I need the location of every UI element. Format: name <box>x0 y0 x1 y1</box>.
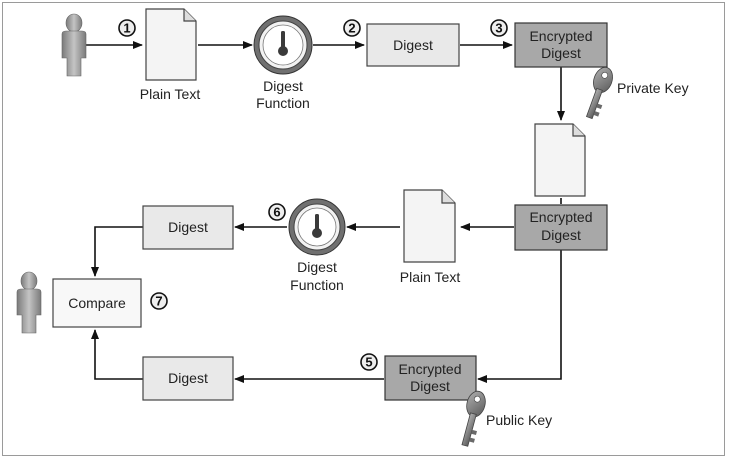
diagram-frame <box>2 2 725 456</box>
step-5-badge: 5 <box>360 353 378 371</box>
step-1-number: 1 <box>123 21 130 36</box>
compare-label: Compare <box>68 295 126 311</box>
plain-text-top-label: Plain Text <box>140 86 201 102</box>
compare-box <box>52 278 142 328</box>
person-sender-icon <box>61 13 87 77</box>
encrypted-digest-bottom-label-line2: Digest <box>410 378 450 394</box>
step-6-number: 6 <box>273 205 280 220</box>
private-key-label: Private Key <box>617 80 689 96</box>
digest-function-top-icon <box>253 15 313 75</box>
public-key-icon <box>461 390 486 447</box>
encrypted-digest-bottom-box <box>384 355 477 401</box>
encrypted-digest-top-label-line2: Digest <box>541 45 581 61</box>
encrypted-digest-mid-label-line2: Digest <box>541 227 581 243</box>
encrypted-digest-mid-box <box>514 204 608 251</box>
plain-text-mid-label: Plain Text <box>400 269 461 285</box>
person-receiver-icon <box>16 271 42 334</box>
encrypted-digest-top-box <box>514 22 608 68</box>
encrypted-digest-bottom-label-line1: Encrypted <box>398 361 461 377</box>
digest-mid-box <box>142 205 234 250</box>
digest-function-mid-label-line2: Function <box>290 277 344 293</box>
step-2-number: 2 <box>348 21 355 36</box>
digest-function-top-label-line2: Function <box>256 95 310 111</box>
digest-top-box <box>366 23 460 67</box>
encrypted-digest-mid-label-line1: Encrypted <box>529 209 592 225</box>
digest-bottom-box <box>142 356 234 401</box>
step-5-number: 5 <box>365 355 372 370</box>
step-7-badge: 7 <box>150 292 168 310</box>
step-3-number: 3 <box>495 21 502 36</box>
private-key-icon <box>585 67 613 120</box>
digest-bottom-label: Digest <box>168 370 208 386</box>
plain-text-document-mid <box>403 189 456 263</box>
signed-document <box>534 123 586 197</box>
digest-function-top-label-line1: Digest <box>263 78 303 94</box>
step-6-badge: 6 <box>268 203 286 221</box>
arrow-encrypted-to-encrypted-bottom <box>477 250 562 383</box>
digest-function-mid-label-line1: Digest <box>297 259 337 275</box>
arrow-digest-bottom-to-compare <box>91 329 143 380</box>
step-1-badge: 1 <box>118 19 136 37</box>
public-key-label: Public Key <box>486 412 552 428</box>
digest-mid-label: Digest <box>168 219 208 235</box>
step-3-badge: 3 <box>490 19 508 37</box>
step-7-number: 7 <box>155 294 162 309</box>
plain-text-document-top <box>145 8 197 81</box>
digest-top-label: Digest <box>393 37 433 53</box>
digest-function-mid-icon <box>288 198 346 256</box>
step-2-badge: 2 <box>343 19 361 37</box>
encrypted-digest-top-label-line1: Encrypted <box>529 28 592 44</box>
arrow-digest-mid-to-compare <box>91 226 143 277</box>
